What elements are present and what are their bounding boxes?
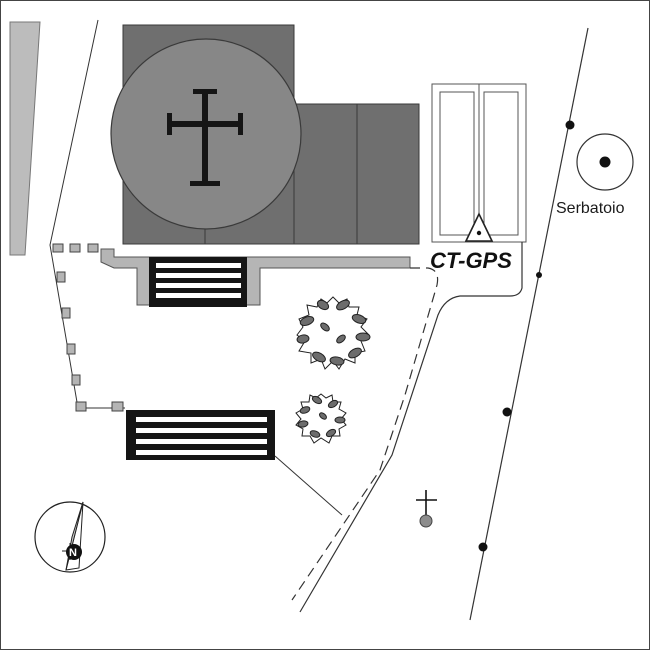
serbatoio-label: Serbatoio [556, 200, 625, 217]
ct-gps-label: CT-GPS [430, 248, 512, 273]
lower-staircase [126, 410, 275, 460]
north-label: N [69, 547, 77, 559]
compass-north-icon: N [34, 501, 106, 573]
enclosure-panel-right [483, 91, 519, 236]
boundary-posts [52, 243, 124, 412]
triangle-survey-marker-icon [464, 212, 494, 242]
power-line-poles [478, 120, 575, 552]
cross-marker-icon [416, 490, 437, 528]
path-edge-line [274, 455, 343, 516]
roadside-strip [9, 21, 41, 256]
church-building [110, 24, 420, 245]
tree-canopy-icon [295, 296, 371, 444]
circle-dot-icon [576, 133, 634, 191]
churchyard-boundary [49, 19, 125, 409]
dashed-track [291, 267, 439, 601]
road-edge [299, 242, 523, 613]
upper-staircase [149, 257, 247, 307]
latin-cross-icon [167, 89, 243, 186]
enclosure-panel-left [439, 91, 475, 236]
